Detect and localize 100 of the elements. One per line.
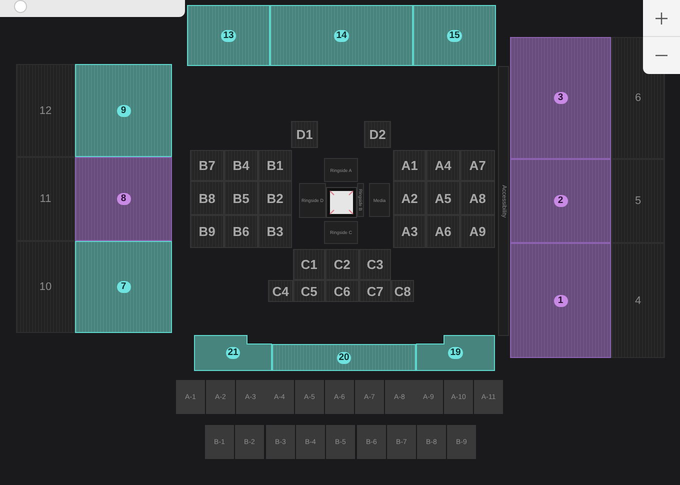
seating-block: [325, 380, 354, 414]
section-label: B1: [266, 158, 284, 173]
section-label: D1: [296, 127, 313, 142]
section-label: B2: [266, 190, 284, 206]
section-label: A9: [469, 224, 486, 239]
seating-block: [296, 425, 325, 459]
seating-block: [426, 215, 460, 248]
seating-section: [16, 157, 75, 241]
ringside-block: [324, 221, 358, 244]
seating-block: [414, 380, 443, 414]
seating-block: [393, 181, 426, 215]
section-number: 20: [336, 352, 352, 364]
seating-block: [190, 150, 224, 181]
section-number: 15: [447, 30, 462, 42]
seating-section: [270, 5, 413, 66]
section-label: B5: [232, 190, 250, 206]
seating-block: [235, 425, 264, 459]
section-label: A2: [401, 190, 418, 206]
section-label: 6: [634, 92, 642, 104]
section-label: A5: [434, 190, 452, 206]
seating-block: [447, 425, 476, 459]
seating-block: [460, 215, 495, 248]
seating-block: [176, 380, 205, 414]
seating-section: [510, 37, 611, 159]
seating-block: [205, 425, 234, 459]
section-label: B4: [232, 158, 250, 173]
seating-section: [75, 241, 172, 333]
seating-block: [364, 121, 391, 148]
section-label: 5: [634, 195, 642, 207]
seating-block: [325, 249, 359, 280]
seating-block: [326, 425, 355, 459]
section-number: 2: [554, 195, 568, 207]
seating-block: [224, 215, 258, 248]
seating-block: [206, 380, 235, 414]
section-label: 10: [39, 281, 52, 293]
seating-block: [236, 380, 265, 414]
seating-block: [295, 380, 324, 414]
section-label: C7: [366, 284, 384, 298]
seating-block: [258, 150, 292, 181]
section-label: B9: [198, 224, 216, 239]
seating-block: [265, 380, 294, 414]
section-label: D2: [369, 127, 386, 142]
seating-section: [416, 335, 495, 371]
seating-block: [359, 280, 391, 302]
section-label: B7: [198, 158, 216, 173]
seating-block: [426, 150, 460, 181]
seating-block: [266, 425, 295, 459]
section-label: C8: [394, 284, 411, 298]
section-label: B6: [232, 224, 250, 239]
seating-block: [190, 181, 224, 215]
seating-block: [474, 380, 503, 414]
seating-block: [385, 380, 414, 414]
seating-block: [291, 121, 318, 148]
seating-block: [293, 280, 325, 302]
accessibility-strip: [498, 66, 509, 336]
section-label: C4: [272, 284, 289, 298]
seating-block: [417, 425, 446, 459]
section-number: 7: [116, 281, 130, 293]
section-label: C2: [334, 257, 350, 272]
seating-section: [510, 243, 611, 358]
seating-block: [460, 150, 495, 181]
seating-section: [413, 5, 496, 66]
ringside-block: [299, 183, 326, 218]
seating-section: [187, 5, 270, 66]
seating-block: [460, 181, 495, 215]
seating-block: [224, 150, 258, 181]
seating-block: [293, 249, 325, 280]
seating-block: [355, 380, 384, 414]
ringside-block: [324, 158, 358, 182]
section-label: C6: [334, 284, 350, 298]
seating-block: [258, 215, 292, 248]
ringside-block: [357, 183, 364, 217]
seating-block: [393, 150, 426, 181]
section-label: A3: [401, 224, 418, 239]
seating-block: [268, 280, 293, 302]
section-label: C3: [366, 257, 384, 272]
section-label: B8: [198, 190, 216, 206]
seating-block: [357, 425, 386, 459]
seating-section: [611, 159, 665, 243]
section-number: 13: [221, 30, 236, 42]
section-label: A4: [434, 158, 452, 173]
section-label: 11: [40, 193, 52, 205]
section-number: 8: [116, 193, 130, 205]
section-label: 12: [39, 104, 52, 116]
section-label: C1: [300, 257, 318, 272]
seating-section: [194, 335, 272, 371]
seating-section: [16, 241, 75, 333]
section-number: 3: [554, 92, 568, 104]
seating-section: [272, 344, 416, 371]
seating-section: [75, 157, 172, 241]
ringside-block: [369, 183, 390, 217]
section-label: A6: [434, 224, 452, 239]
section-label: C5: [300, 284, 318, 298]
seating-block: [387, 425, 416, 459]
section-number: 1: [554, 294, 568, 306]
section-label: 4: [634, 294, 642, 306]
section-number: 9: [116, 104, 130, 116]
section-label: B3: [266, 224, 284, 239]
seating-block: [444, 380, 473, 414]
seating-block: [391, 280, 414, 302]
